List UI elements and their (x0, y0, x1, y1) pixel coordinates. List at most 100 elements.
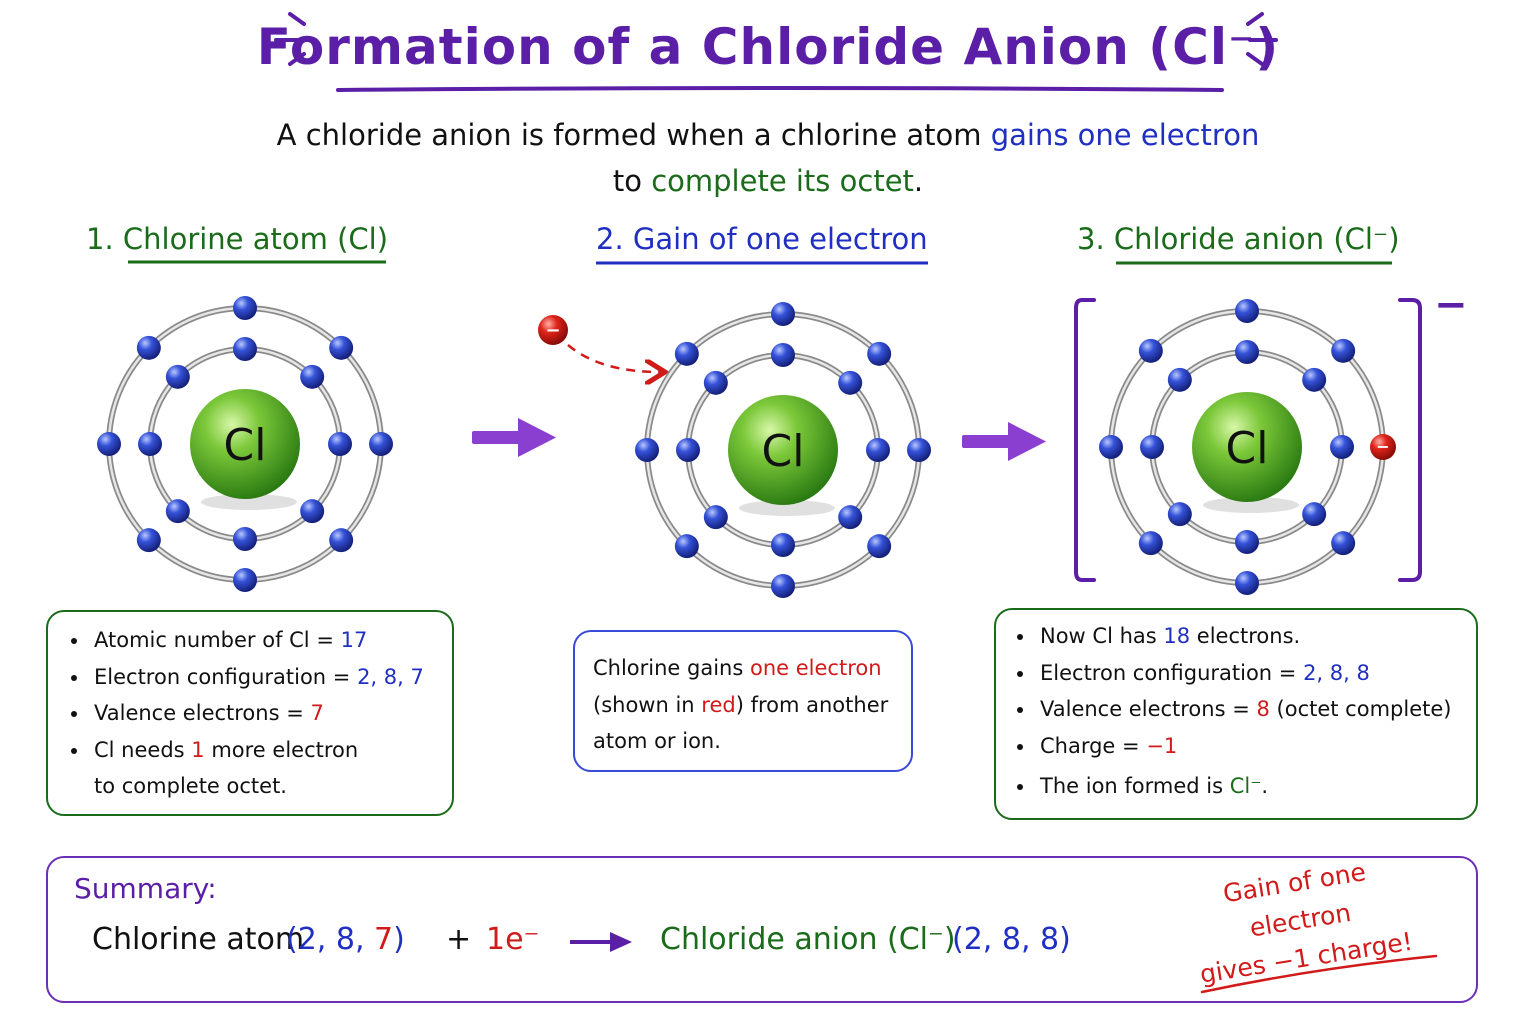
info-text: ) from another (735, 692, 889, 717)
fact-text: . (1261, 774, 1269, 798)
electron (233, 296, 257, 320)
incoming-electron: − (538, 315, 568, 345)
summary-arrow-icon (570, 932, 632, 952)
step2-title: 2. Gain of one electron (596, 222, 928, 256)
info-highlight: red (701, 692, 736, 717)
bracket-left (1074, 298, 1096, 582)
fact-text: more electron (204, 737, 359, 762)
fact-value: 2, 8, 7 (357, 664, 424, 689)
fact-value: 1 (191, 737, 205, 762)
electron (907, 438, 931, 462)
electron (1235, 571, 1259, 595)
electron (1138, 531, 1163, 556)
list-item: Now Cl has 18 electrons. (1036, 618, 1466, 655)
nucleus (728, 395, 838, 505)
electron (1235, 299, 1259, 323)
config-valence: 7 (374, 922, 394, 957)
fact-text: Atomic number of Cl = (94, 628, 341, 652)
electron (165, 364, 190, 389)
fact-text: Valence electrons = (1040, 697, 1257, 721)
electron (867, 534, 892, 559)
chlorine-atom-facts: Atomic number of Cl = 17 Electron config… (68, 622, 438, 805)
fact-text: Now Cl has (1040, 624, 1164, 648)
config-open: ( (286, 922, 298, 957)
subtitle-line-2: to complete its octet. (0, 158, 1536, 204)
fact-value: 17 (340, 628, 368, 652)
info-text: Chlorine gains (593, 656, 750, 680)
electron (1331, 531, 1356, 556)
fact-value: 8 (1256, 697, 1270, 721)
electron (838, 505, 863, 530)
summary-box (46, 856, 1478, 1003)
electron (136, 335, 161, 360)
fact-text: electrons. (1190, 624, 1301, 648)
ion-charge: − (1434, 282, 1468, 328)
electron (771, 533, 795, 557)
subtitle-line-1: A chloride anion is formed when a chlori… (0, 112, 1536, 158)
summary-electron: 1e⁻ (486, 922, 540, 957)
electron (674, 534, 699, 559)
nucleus-symbol: Cl (1226, 423, 1269, 474)
list-item: Valence electrons = 8 (octet complete) (1036, 691, 1466, 728)
list-item: Cl needs 1 more electron to complete octe… (90, 732, 438, 805)
electron (1330, 435, 1354, 459)
electron-sign: − (545, 320, 560, 341)
list-item: Electron configuration = 2, 8, 7 (90, 659, 438, 696)
subtitle-text: A chloride anion is formed when a chlori… (276, 118, 991, 152)
sparkle-left-icon (274, 12, 306, 66)
electron (703, 370, 728, 395)
electron (329, 528, 354, 553)
nucleus-shadow (201, 494, 297, 510)
list-item: Electron configuration = 2, 8, 8 (1036, 655, 1466, 692)
subtitle-text: to (612, 164, 652, 198)
electron (771, 574, 795, 598)
electron (1302, 367, 1327, 392)
subtitle-highlight-gain: gains one electron (990, 118, 1260, 152)
chlorine-atom-info-box: Atomic number of Cl = 17 Electron config… (46, 610, 454, 816)
fact-text: Electron configuration = (1040, 660, 1304, 685)
fact-text: Cl needs (94, 737, 192, 762)
electron (866, 438, 890, 462)
electron (1331, 338, 1356, 363)
page-title: Formation of a Chloride Anion (Cl⁻) (256, 18, 1280, 76)
nucleus-shadow (739, 500, 835, 516)
electron-path-arrow (567, 344, 660, 372)
note-underline (1200, 954, 1438, 994)
fact-value: Cl⁻ (1229, 774, 1262, 798)
electron (138, 432, 162, 456)
electron (328, 432, 352, 456)
electron (300, 364, 325, 389)
fact-text: Valence electrons = (94, 701, 311, 725)
electron (233, 568, 257, 592)
info-line: (shown in red) from another (593, 687, 897, 724)
info-line: Chlorine gains one electron (593, 650, 897, 687)
nucleus-symbol: Cl (762, 426, 805, 477)
electron (136, 528, 161, 553)
electron (771, 302, 795, 326)
electron (703, 505, 728, 530)
subtitle-text: . (913, 164, 924, 198)
step3-title: 3. Chloride anion (Cl⁻) (1077, 222, 1400, 256)
electron-sign: − (1376, 437, 1389, 456)
fact-text: The ion formed is (1040, 774, 1230, 798)
gained-electron (1370, 434, 1396, 460)
atom-2: Cl (635, 302, 931, 598)
electron (1235, 530, 1259, 554)
fact-text: to complete octet. (94, 774, 287, 798)
config-values: 2, 8, (297, 922, 375, 957)
electron (674, 341, 699, 366)
step1-title: 1. Chlorine atom (Cl) (86, 222, 389, 256)
atom-3: Cl − (1099, 299, 1396, 595)
electron-gain-info-box: Chlorine gains one electron (shown in re… (573, 630, 913, 772)
electron (635, 438, 659, 462)
info-text: (shown in (593, 692, 702, 717)
summary-reactant: Chlorine atom (92, 922, 305, 957)
config-close: ) (393, 922, 405, 957)
info-line: atom or ion. (593, 729, 721, 753)
title-underline (336, 86, 1224, 92)
summary-product-config: (2, 8, 8) (952, 922, 1071, 957)
electron (1138, 338, 1163, 363)
atom-1: Cl (97, 296, 393, 592)
electron (1140, 435, 1164, 459)
summary-plus: + (446, 922, 472, 957)
